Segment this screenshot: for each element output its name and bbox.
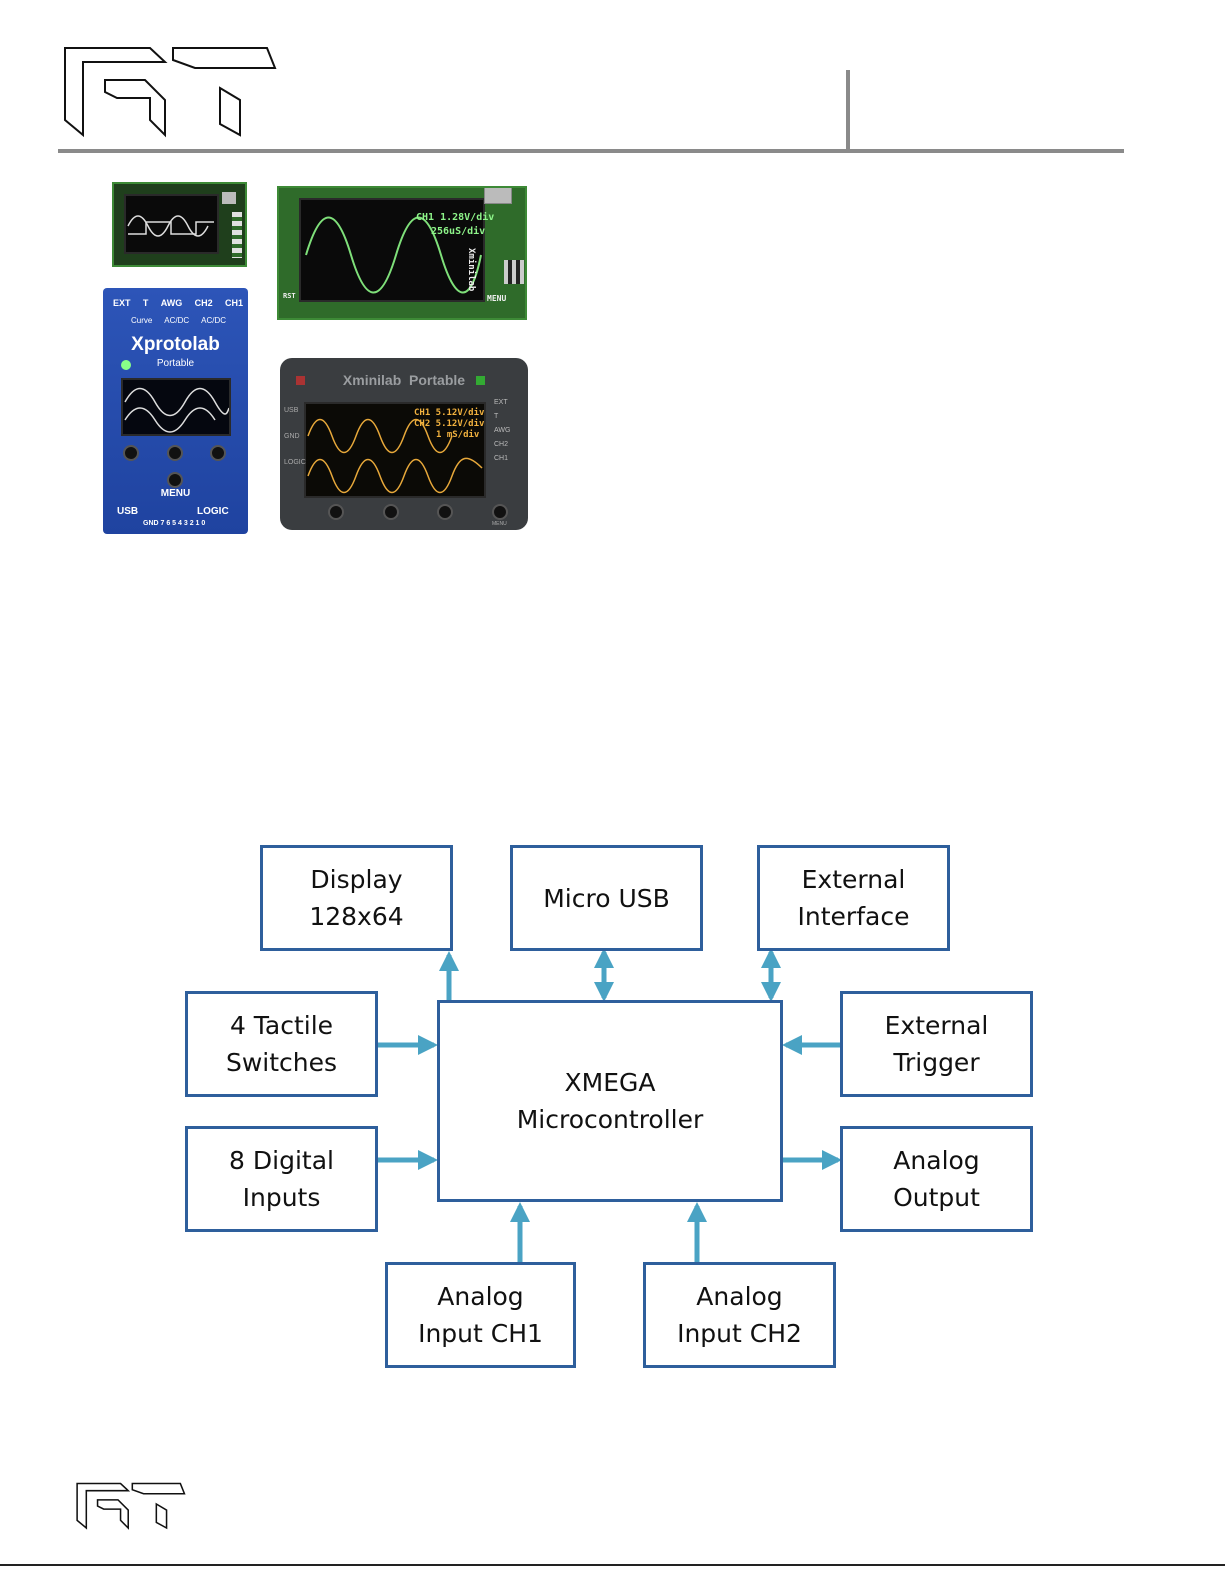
xprotolab-subtitle: Portable <box>156 358 195 369</box>
xminilab-title: Xminilab Portable <box>342 372 466 388</box>
xminilab-label-gnd: GND <box>284 433 300 440</box>
footer-rule <box>0 1564 1225 1566</box>
gt-logo-icon <box>64 47 277 138</box>
photo-xminilab-portable: Xminilab Portable CH1 5.12V/div CH2 5.12… <box>280 358 528 530</box>
block-analog-input-ch2: Analog Input CH2 <box>643 1262 836 1368</box>
xminilab-label-usb: USB <box>284 407 299 414</box>
label-ext: EXT <box>113 298 131 308</box>
block-analog-output: Analog Output <box>840 1126 1033 1232</box>
sine-wave-icon <box>305 216 482 294</box>
switch-label-curve: Curve <box>131 316 153 325</box>
xminilab-readout-time: 1 mS/div <box>436 430 480 440</box>
xminilab-readout-ch2: CH2 5.12V/div <box>414 419 485 429</box>
block-digital-inputs: 8 Digital Inputs <box>185 1126 378 1232</box>
xminilab-menu-label: MENU <box>492 521 507 527</box>
xminilab-label-ch1: CH1 <box>494 455 509 462</box>
xminilab-readout-ch1: CH1 5.12V/div <box>414 408 485 418</box>
block-external-trigger: External Trigger <box>840 991 1033 1097</box>
gt-logo-small-icon <box>76 1482 186 1530</box>
header-rule <box>58 149 1124 153</box>
block-tactile-switches: 4 Tactile Switches <box>185 991 378 1097</box>
block-analog-input-ch1: Analog Input CH1 <box>385 1262 576 1368</box>
block-microcontroller: XMEGA Microcontroller <box>437 1000 783 1202</box>
xminilab-label-t: T <box>494 413 499 420</box>
readout-time: 256uS/div <box>431 226 486 237</box>
xprotolab-title: Xprotolab <box>131 334 220 355</box>
switch-label-acdc-2: AC/DC <box>201 316 226 325</box>
label-ch2: CH2 <box>194 298 213 308</box>
photo-xprotolab-portable: EXT T AWG CH2 CH1 Curve AC/DC AC/DC Xpro… <box>103 288 248 534</box>
board-menu-label: MENU <box>487 294 507 303</box>
switch-label-acdc-1: AC/DC <box>164 316 190 325</box>
label-t: T <box>142 298 149 308</box>
photo-board-small <box>112 182 247 267</box>
label-ch1: CH1 <box>224 298 243 308</box>
photo-board-large: CH1 1.28V/div 256uS/div Xminilab MENU RS… <box>277 186 527 320</box>
xminilab-label-ext: EXT <box>494 399 508 406</box>
xprotolab-pins-label: GND 7 6 5 4 3 2 1 0 <box>143 520 206 527</box>
board-rst-label: RST <box>283 292 296 300</box>
xprotolab-usb-label: USB <box>117 506 139 517</box>
readout-ch1: CH1 1.28V/div <box>416 212 495 223</box>
header-divider <box>846 70 850 153</box>
xminilab-label-awg: AWG <box>494 427 511 434</box>
xprotolab-menu-label: MENU <box>160 488 191 499</box>
block-external-interface: External Interface <box>757 845 950 951</box>
xminilab-label-logic: LOGIC <box>284 459 306 466</box>
label-awg: AWG <box>160 298 183 308</box>
xminilab-label-ch2: CH2 <box>494 441 509 448</box>
block-micro-usb: Micro USB <box>510 845 703 951</box>
led-green <box>121 360 131 370</box>
block-display: Display 128x64 <box>260 845 453 951</box>
xprotolab-logic-label: LOGIC <box>197 506 229 517</box>
